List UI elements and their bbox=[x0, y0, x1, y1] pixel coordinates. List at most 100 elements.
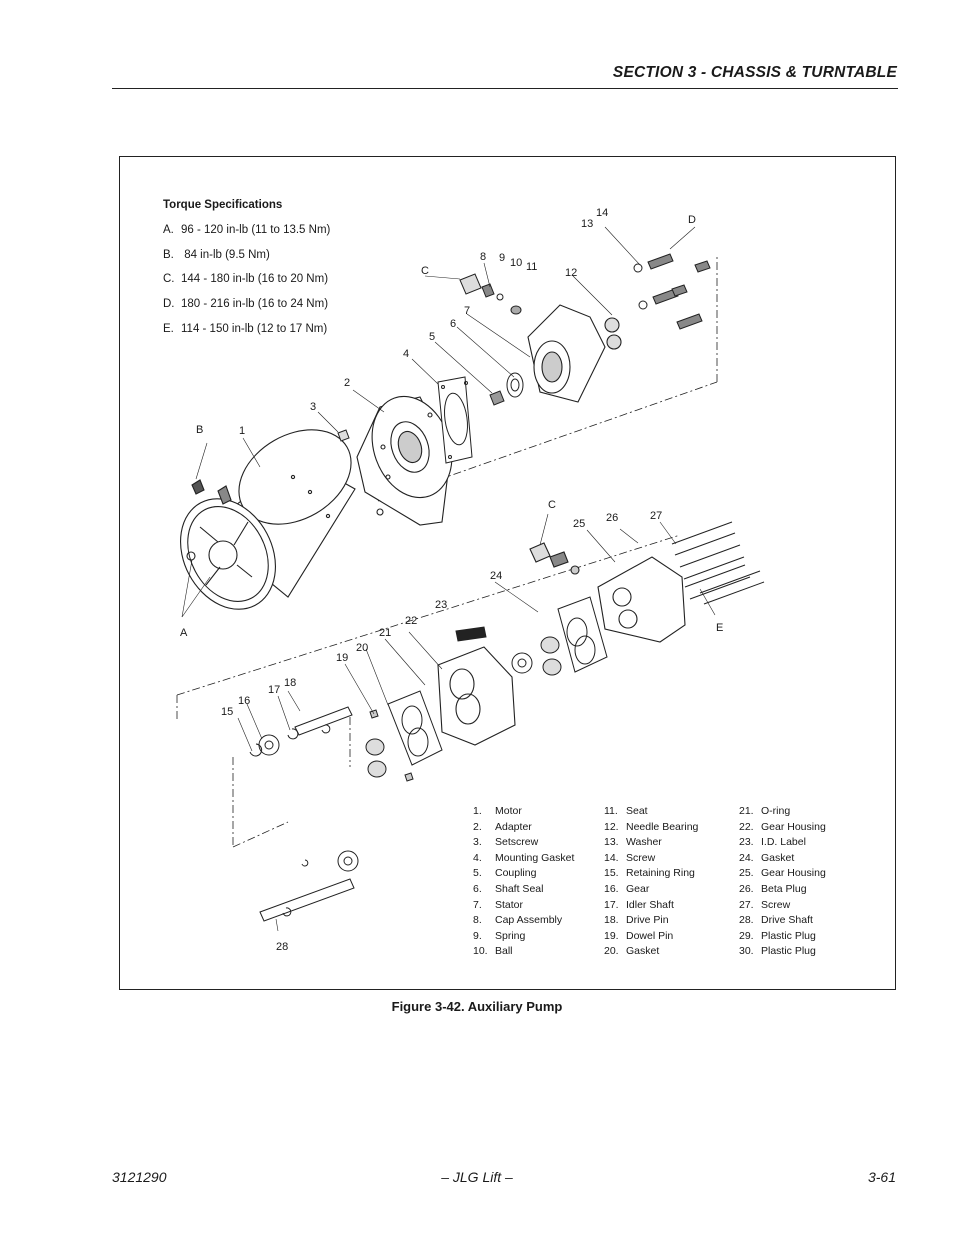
part-name: Coupling bbox=[495, 867, 537, 880]
part-row: 12. Needle Bearing bbox=[604, 820, 698, 836]
torque-spec-c: C.144 - 180 in-lb (16 to 20 Nm) bbox=[163, 267, 330, 292]
part-row: 14.Screw bbox=[604, 851, 698, 867]
part-row: 1.Motor bbox=[473, 804, 574, 820]
part-name: Plastic Plug bbox=[761, 945, 816, 958]
part-number: 29. bbox=[739, 929, 754, 942]
callout-16: 16 bbox=[238, 695, 251, 707]
callout-19: 19 bbox=[336, 652, 349, 664]
part-row: 29. Plastic Plug bbox=[739, 929, 826, 945]
torque-specifications: Torque Specifications A.96 - 120 in-lb (… bbox=[163, 193, 330, 342]
part-number: 9. bbox=[473, 929, 482, 942]
part-number: 2. bbox=[473, 820, 482, 833]
part-number: 8. bbox=[473, 914, 482, 927]
part-row: 27. Screw bbox=[739, 898, 826, 914]
part-number: 18. bbox=[604, 914, 619, 927]
gear-housing-rear bbox=[529, 542, 686, 643]
part-name: Mounting Gasket bbox=[495, 851, 575, 864]
header-divider bbox=[112, 88, 898, 89]
part-name: Drive Pin bbox=[626, 914, 669, 927]
callout-28: 28 bbox=[276, 941, 289, 953]
part-name: Retaining Ring bbox=[626, 867, 695, 880]
part-row: 13.Washer bbox=[604, 835, 698, 851]
part-name: Cap Assembly bbox=[495, 914, 563, 927]
part-row: 7.Stator bbox=[473, 898, 574, 914]
torque-value: 96 - 120 in-lb (11 to 13.5 Nm) bbox=[181, 223, 331, 236]
part-name: Gear bbox=[626, 882, 650, 895]
part-name: Dowel Pin bbox=[626, 929, 674, 942]
exploded-pump-drawing bbox=[176, 226, 765, 932]
part-name: Setscrew bbox=[495, 836, 539, 849]
part-name: Idler Shaft bbox=[626, 898, 674, 911]
part-name: Drive Shaft bbox=[761, 914, 813, 927]
callout-4: 4 bbox=[403, 348, 410, 360]
part-number: 6. bbox=[473, 882, 482, 895]
callout-c-lower: C bbox=[548, 499, 556, 511]
part-row: 10.Ball bbox=[473, 944, 574, 960]
torque-spec-d: D. 180 - 216 in-lb (16 to 24 Nm) bbox=[163, 292, 330, 317]
part-row: 8. Cap Assembly bbox=[473, 913, 574, 929]
part-name: Screw bbox=[626, 851, 656, 864]
adapter bbox=[356, 395, 453, 526]
part-name: Screw bbox=[761, 898, 791, 911]
part-name: Shaft Seal bbox=[495, 882, 544, 895]
mounting-gasket bbox=[437, 376, 473, 464]
torque-spec-e: E. 114 - 150 in-lb (12 to 17 Nm) bbox=[163, 317, 330, 342]
torque-title: Torque Specifications bbox=[163, 199, 283, 211]
part-number: 22. bbox=[739, 820, 754, 833]
part-row: 24.Gasket bbox=[739, 851, 826, 867]
callout-2: 2 bbox=[344, 377, 351, 389]
part-number: 15. bbox=[604, 867, 619, 880]
stator bbox=[527, 304, 622, 403]
part-name: O-ring bbox=[761, 805, 791, 817]
part-row: 15. Retaining Ring bbox=[604, 866, 698, 882]
callout-3: 3 bbox=[310, 401, 317, 413]
part-row: 17.Idler Shaft bbox=[604, 898, 698, 914]
part-name: Stator bbox=[495, 898, 524, 911]
torque-value: 144 - 180 in-lb (16 to 20 Nm) bbox=[181, 273, 329, 286]
gear-upper bbox=[511, 652, 533, 674]
torque-value: 114 - 150 in-lb (12 to 17 Nm) bbox=[181, 322, 328, 335]
part-name: Seat bbox=[626, 805, 648, 817]
part-row: 2. Adapter bbox=[473, 820, 574, 836]
torque-value: 180 - 216 in-lb (16 to 24 Nm) bbox=[181, 298, 329, 311]
part-row: 30. Plastic Plug bbox=[739, 944, 826, 960]
part-number: 5. bbox=[473, 867, 482, 880]
part-number: 27. bbox=[739, 898, 754, 911]
torque-spec-a: A.96 - 120 in-lb (11 to 13.5 Nm) bbox=[163, 218, 330, 243]
part-name: Spring bbox=[495, 929, 526, 942]
torque-spec-b: B. 84 in-lb (9.5 Nm) bbox=[163, 243, 330, 268]
figure-caption: Figure 3-42. Auxiliary Pump bbox=[391, 999, 563, 1014]
part-name: I.D. Label bbox=[761, 836, 806, 849]
callout-a: A bbox=[180, 627, 188, 639]
callout-21: 21 bbox=[379, 627, 392, 639]
callout-25: 25 bbox=[573, 518, 586, 530]
part-row: 22. Gear Housing bbox=[739, 820, 826, 836]
part-number: 12. bbox=[604, 820, 619, 833]
part-name: Washer bbox=[626, 836, 662, 849]
torque-letter: E. bbox=[163, 322, 174, 335]
part-number: 20. bbox=[604, 945, 619, 958]
part-number: 30. bbox=[739, 945, 754, 958]
callout-27: 27 bbox=[650, 510, 663, 522]
part-number: 24. bbox=[739, 851, 754, 864]
parts-list-col-1: 1.Motor 2.Adapter 3.Setscrew 4.Mounting … bbox=[473, 804, 574, 960]
section-title: SECTION 3 - CHASSIS & TURNTABLE bbox=[612, 64, 897, 81]
gasket-front bbox=[387, 690, 443, 766]
callout-15: 15 bbox=[221, 706, 234, 718]
part-row: 26.Beta Plug bbox=[739, 882, 826, 898]
callout-c-upper: C bbox=[421, 265, 429, 277]
footer-doc-number: 3121290 bbox=[112, 1169, 167, 1185]
part-name: Ball bbox=[495, 945, 513, 958]
part-row: 16. Gear bbox=[604, 882, 698, 898]
part-row: 20.Gasket bbox=[604, 944, 698, 960]
torque-letter: D. bbox=[163, 298, 175, 311]
part-number: 4. bbox=[473, 851, 482, 864]
part-number: 16. bbox=[604, 882, 619, 895]
part-name: Adapter bbox=[495, 820, 532, 833]
part-name: Needle Bearing bbox=[626, 820, 699, 833]
part-name: Plastic Plug bbox=[761, 929, 816, 942]
callout-22: 22 bbox=[405, 615, 418, 627]
callout-9: 9 bbox=[499, 252, 506, 264]
part-name: Gear Housing bbox=[761, 820, 826, 833]
footer-brand: – JLG Lift – bbox=[441, 1169, 513, 1185]
